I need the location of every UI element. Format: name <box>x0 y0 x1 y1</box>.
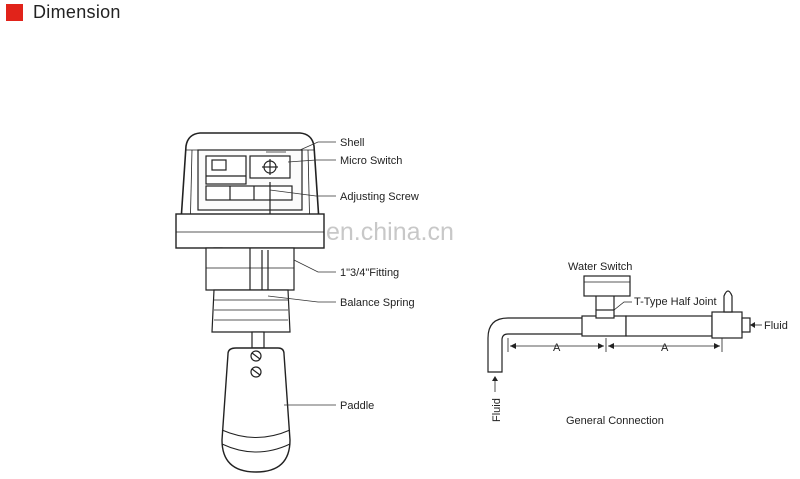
water-switch-box <box>583 275 631 297</box>
main-pipe <box>581 315 627 337</box>
label-fitting: 1"3/4"Fitting <box>340 267 399 279</box>
base-plate <box>175 213 325 249</box>
water-switch-drawing <box>175 132 325 473</box>
thread-section <box>211 289 291 333</box>
connection-caption: General Connection <box>566 415 664 427</box>
section-title: Dimension <box>33 2 121 22</box>
red-square-icon <box>6 4 23 21</box>
leader-lines <box>267 141 336 406</box>
label-balance-spring: Balance Spring <box>340 297 415 309</box>
label-t-type-joint: T-Type Half Joint <box>634 296 717 308</box>
t-type-joint <box>595 309 615 319</box>
dimension-a-right: A <box>661 342 669 354</box>
label-micro-switch: Micro Switch <box>340 155 402 167</box>
elbow-pipe <box>487 317 582 373</box>
dimension-a-left: A <box>553 342 561 354</box>
label-fluid-in: Fluid <box>491 398 503 422</box>
paddle-stem <box>251 331 265 349</box>
watermark-text: en.china.cn <box>326 218 454 246</box>
paddle <box>221 347 291 473</box>
label-paddle: Paddle <box>340 400 374 412</box>
connection-drawing <box>487 275 762 392</box>
label-fluid-out: Fluid <box>764 320 788 332</box>
label-shell: Shell <box>340 137 364 149</box>
section-header: Dimension <box>0 0 800 28</box>
label-water-switch: Water Switch <box>568 261 632 273</box>
label-adjusting-screw: Adjusting Screw <box>340 191 419 203</box>
